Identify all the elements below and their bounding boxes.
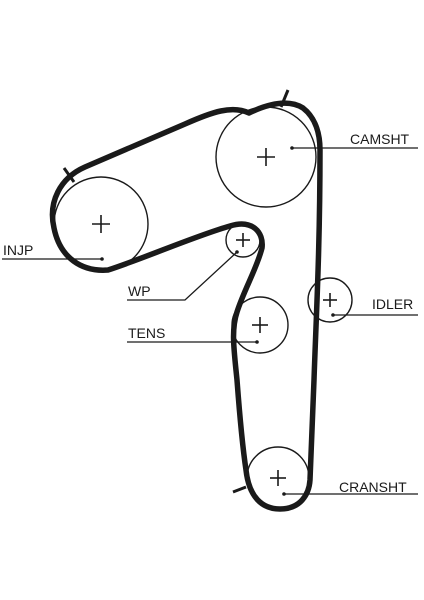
water-pump-leader-dot [235,250,239,254]
injection-pump-leader-dot [100,257,104,261]
water-pump-leader [127,251,238,301]
idler-center-mark [323,293,337,307]
injection-pump-timing-mark [62,167,76,183]
idler-leader-dot [331,313,335,317]
crankshaft-leader-dot [282,492,286,496]
water-pump-center-mark [236,233,250,247]
camshaft-leader-dot [290,146,294,150]
injection-pump-label: INJP [3,242,33,258]
timing-belt [49,100,323,512]
crankshaft-center-mark [270,470,286,486]
crankshaft-label: CRANSHT [339,479,407,495]
idler-label: IDLER [372,296,413,312]
water-pump-label: WP [128,283,151,299]
tensioner-leader-dot [255,340,259,344]
camshaft-label: CAMSHT [350,131,410,147]
injection-pump-center-mark [92,215,110,233]
tensioner-center-mark [252,317,268,333]
camshaft-timing-mark [279,89,290,108]
tensioner-label: TENS [128,325,165,341]
crankshaft-timing-mark [232,485,247,494]
camshaft-center-mark [257,148,275,166]
